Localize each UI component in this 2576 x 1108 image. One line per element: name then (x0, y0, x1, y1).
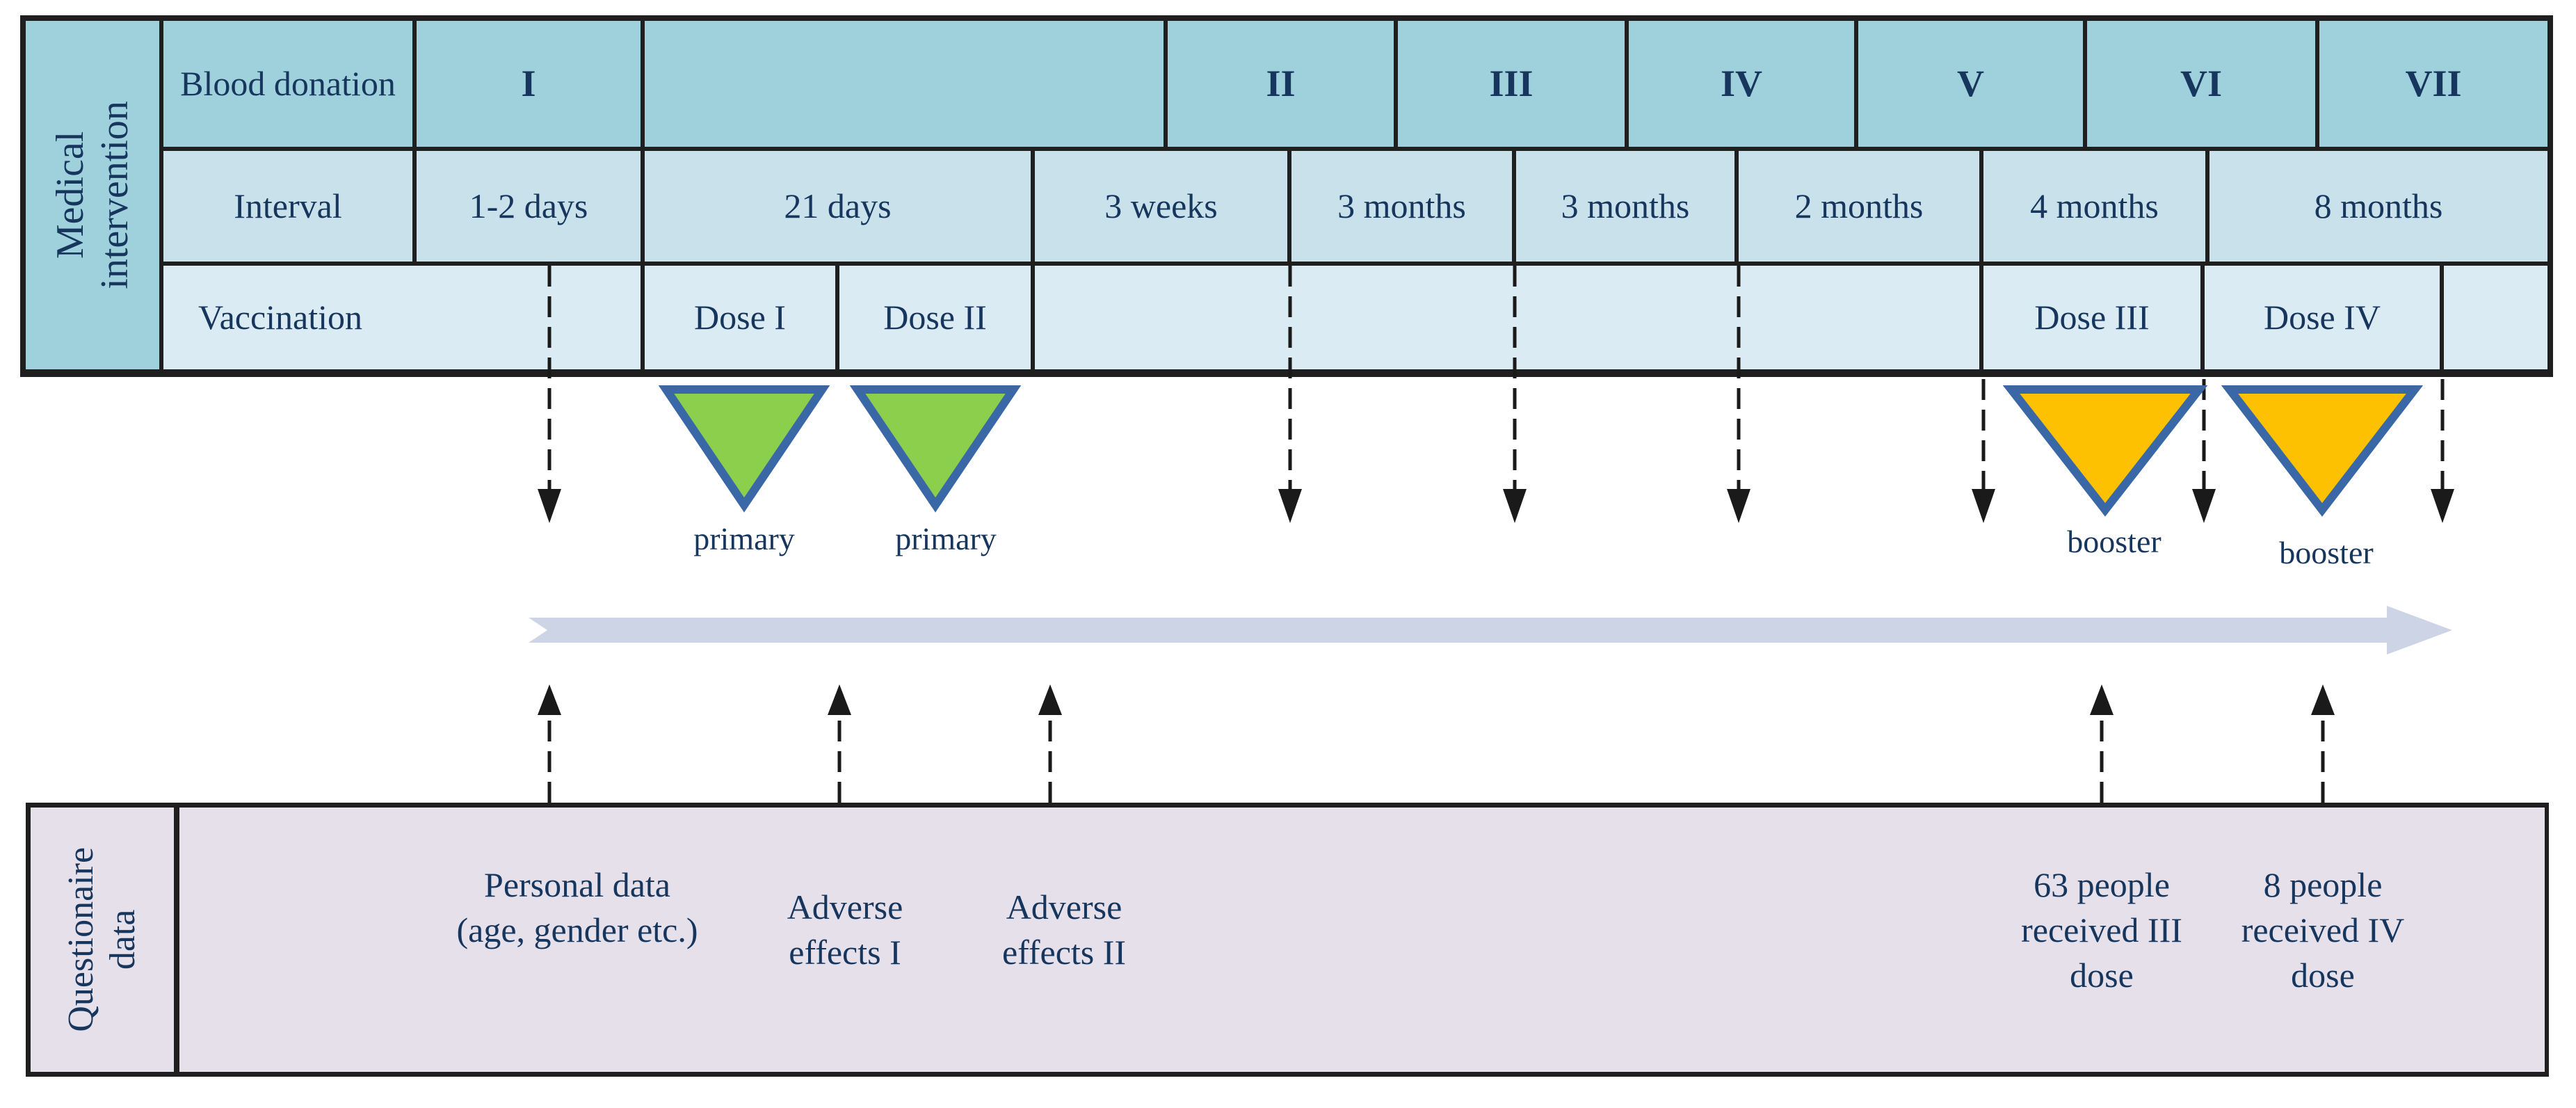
interval-cell-6: 2 months (1739, 151, 1979, 262)
dose-cell-1: Dose I (645, 266, 835, 369)
blood-donation-header-cell: Blood donation (163, 21, 412, 147)
down-arrow-2-head (1278, 489, 1302, 523)
dose-cell-2: Dose II (839, 266, 1031, 369)
personal-data-text: Personal data (age, gender etc.) (456, 865, 698, 949)
up-arrow-5-head (2311, 684, 2335, 715)
vaccination-empty-cell-right (2444, 266, 2547, 369)
interval-cell-4: 3 months (1291, 151, 1512, 262)
donation-cell-6: VI (2087, 21, 2315, 147)
timeline-arrow (529, 606, 2452, 655)
booster-triangle-1 (2002, 385, 2208, 517)
up-arrow-3-head (1038, 684, 1062, 715)
down-arrow-6-head (2192, 489, 2216, 523)
up-arrow-1-head (538, 684, 561, 715)
primary-triangle-2 (849, 385, 1022, 513)
dose-cell-3: Dose III (1983, 266, 2200, 369)
dose4-count-text: 8 people received IV dose (2241, 865, 2405, 995)
interval-header-cell: Interval (163, 151, 412, 262)
interval-cell-7: 4 months (1983, 151, 2205, 262)
down-arrow-1-head (538, 489, 561, 523)
interval-cell-5: 3 months (1516, 151, 1734, 262)
primary-triangle-1 (658, 385, 830, 513)
booster-triangle-2 (2221, 385, 2424, 517)
donation-cell-empty (645, 21, 1164, 147)
up-arrow-2-head (828, 684, 851, 715)
booster-label-1: booster (2067, 524, 2162, 559)
interval-cell-1: 1-2 days (417, 151, 641, 262)
donation-cell-1: I (417, 21, 641, 147)
donation-cell-4: IV (1629, 21, 1854, 147)
down-arrow-3-head (1503, 489, 1527, 523)
primary-label-2: primary (895, 521, 997, 556)
vaccination-header-cell: Vaccination (163, 266, 641, 369)
interval-cell-2: 21 days (645, 151, 1031, 262)
questionnaire-row-label: Questionaire data (31, 808, 174, 1072)
donation-cell-5: V (1858, 21, 2083, 147)
down-arrow-5-head (1972, 489, 1995, 523)
up-arrow-4-head (2090, 684, 2114, 715)
interval-cell-3: 3 weeks (1035, 151, 1287, 262)
interval-cell-8: 8 months (2209, 151, 2547, 262)
adverse-effects-2-text: Adverse effects II (1001, 888, 1127, 972)
medical-intervention-row-label: Medical intervention (26, 21, 159, 369)
down-arrow-4-head (1727, 489, 1750, 523)
dose-cell-4: Dose IV (2205, 266, 2440, 369)
donation-cell-3: III (1398, 21, 1625, 147)
booster-label-2: booster (2279, 535, 2374, 570)
donation-cell-7: VII (2319, 21, 2547, 147)
donation-cell-2: II (1168, 21, 1394, 147)
vaccination-empty-cell (1035, 266, 1979, 369)
down-arrow-7-head (2431, 489, 2454, 523)
questionnaire-main-cell (179, 808, 2545, 1072)
dose3-count-text: 63 people received III dose (2021, 865, 2182, 995)
primary-label-1: primary (693, 521, 795, 556)
adverse-effects-1-text: Adverse effects I (787, 888, 903, 972)
